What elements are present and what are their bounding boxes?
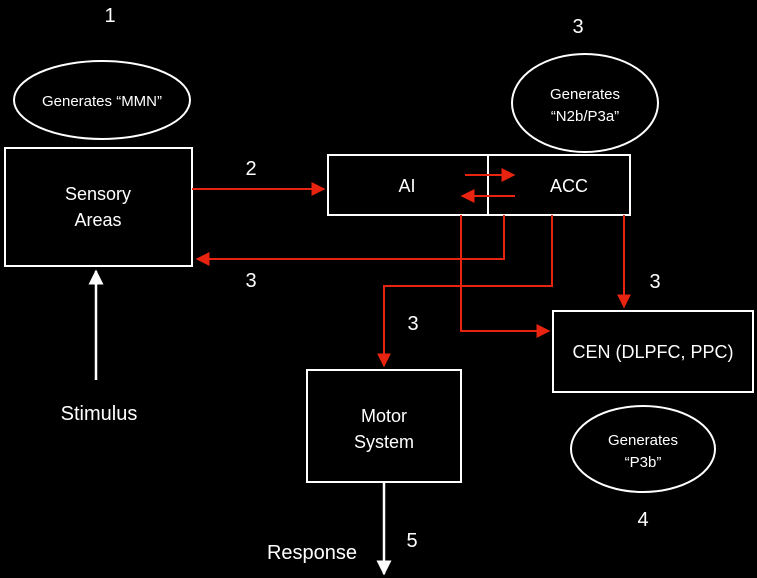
box-acc-label: ACC — [550, 176, 588, 196]
step-number-2: 2 — [245, 158, 256, 180]
step-number-3-top: 3 — [572, 16, 583, 38]
label-stimulus: Stimulus — [61, 403, 138, 425]
ellipse-p3b-line1: Generates — [608, 432, 678, 449]
step-number-3-left: 3 — [245, 270, 256, 292]
box-sensory-areas — [4, 147, 193, 267]
ellipse-n2b-line1: Generates — [550, 86, 620, 103]
box-sensory-line1: Sensory — [65, 184, 131, 204]
box-sensory-line2: Areas — [74, 210, 121, 230]
arrow-ai-to-cen — [460, 215, 551, 338]
arrow-acc-to-motor — [377, 215, 553, 368]
box-motor-line2: System — [354, 432, 414, 452]
ellipse-p3b — [570, 405, 716, 493]
arrow-acc-to-sensory — [195, 215, 505, 266]
step-number-3-motor: 3 — [407, 313, 418, 335]
box-ai-label: AI — [398, 176, 415, 196]
ellipse-n2b-line2: “N2b/P3a” — [551, 108, 619, 125]
ellipse-p3b-line2: “P3b” — [625, 454, 662, 471]
label-response: Response — [267, 542, 357, 564]
box-motor-line1: Motor — [361, 406, 407, 426]
step-number-4: 4 — [637, 509, 648, 531]
box-motor-system — [306, 369, 462, 483]
ellipse-mmn-text: Generates “MMN” — [42, 93, 162, 110]
ellipse-mmn — [13, 60, 191, 140]
box-cen-label: CEN (DLPFC, PPC) — [572, 342, 733, 362]
box-cen — [552, 310, 754, 393]
box-acc — [487, 154, 631, 216]
step-number-1: 1 — [104, 5, 115, 27]
step-number-3-right: 3 — [649, 271, 660, 293]
step-number-5: 5 — [406, 530, 417, 552]
ellipse-n2b-p3a — [511, 53, 659, 153]
